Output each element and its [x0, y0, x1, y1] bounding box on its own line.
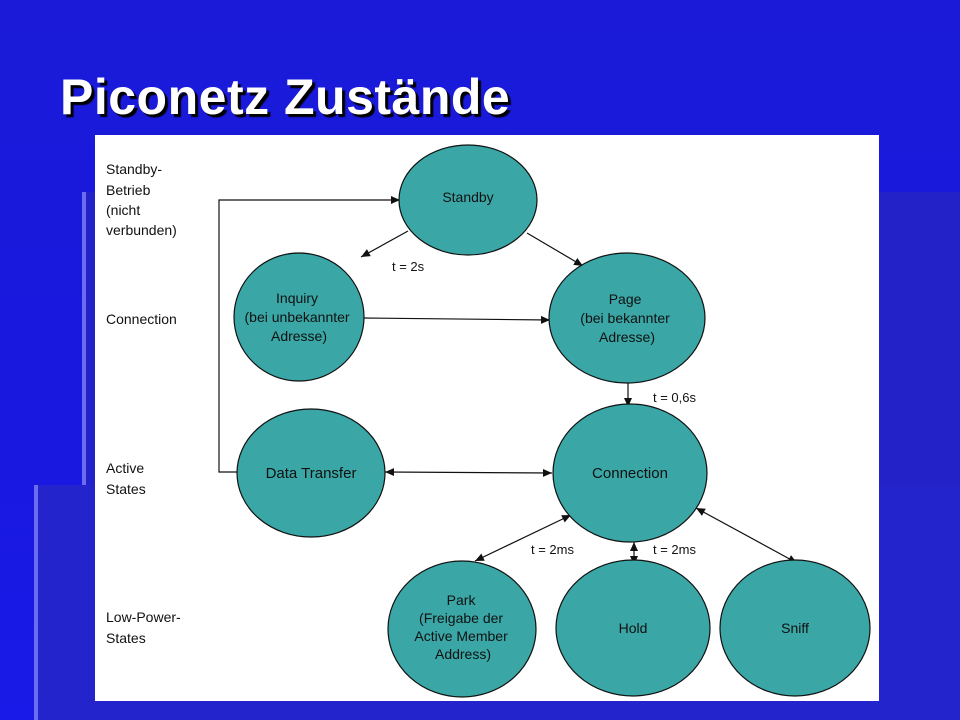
edge-datatransfer-connection [384, 468, 553, 477]
state-diagram: Standby- Betrieb (nicht verbunden) Conne… [95, 135, 879, 701]
slide-title: Piconetz Zustände [60, 69, 511, 125]
edge-datatransfer-to-standby [218, 196, 400, 473]
node-label-data-transfer: Data Transfer [266, 465, 357, 482]
row-label-low-power-states: Low-Power- States [106, 609, 185, 646]
node-connection [552, 403, 708, 543]
node-label-park: Park (Freigabe der Active Member Address… [414, 592, 511, 662]
edge-connection-park [474, 514, 572, 562]
node-label-sniff: Sniff [781, 620, 809, 636]
node-label-page: Page (bei bekannter Adresse) [580, 291, 673, 345]
node-standby [398, 144, 538, 256]
node-label-standby: Standby [442, 189, 493, 205]
node-data-transfer [236, 408, 386, 538]
row-label-standby: Standby- Betrieb (nicht verbunden) [106, 161, 177, 238]
node-page [548, 252, 706, 384]
edge-label-hold-time: t = 2ms [653, 542, 696, 557]
row-label-connection: Connection [106, 311, 177, 327]
node-inquiry [233, 252, 365, 382]
node-label-inquiry: Inquiry (bei unbekannter Adresse) [245, 290, 354, 344]
edge-standby-to-inquiry [360, 230, 409, 258]
edge-label-inquiry-time: t = 2s [392, 259, 425, 274]
edge-inquiry-to-page [362, 315, 551, 324]
edge-standby-to-page [526, 232, 584, 267]
row-label-active-states: Active States [106, 460, 148, 497]
node-sniff [719, 559, 871, 697]
edge-connection-sniff [695, 507, 798, 564]
node-label-connection: Connection [592, 465, 668, 482]
node-park [387, 560, 537, 698]
node-hold [555, 559, 711, 697]
edge-label-park-time: t = 2ms [531, 542, 574, 557]
edge-label-page-time: t = 0,6s [653, 390, 696, 405]
node-label-hold: Hold [619, 620, 648, 636]
